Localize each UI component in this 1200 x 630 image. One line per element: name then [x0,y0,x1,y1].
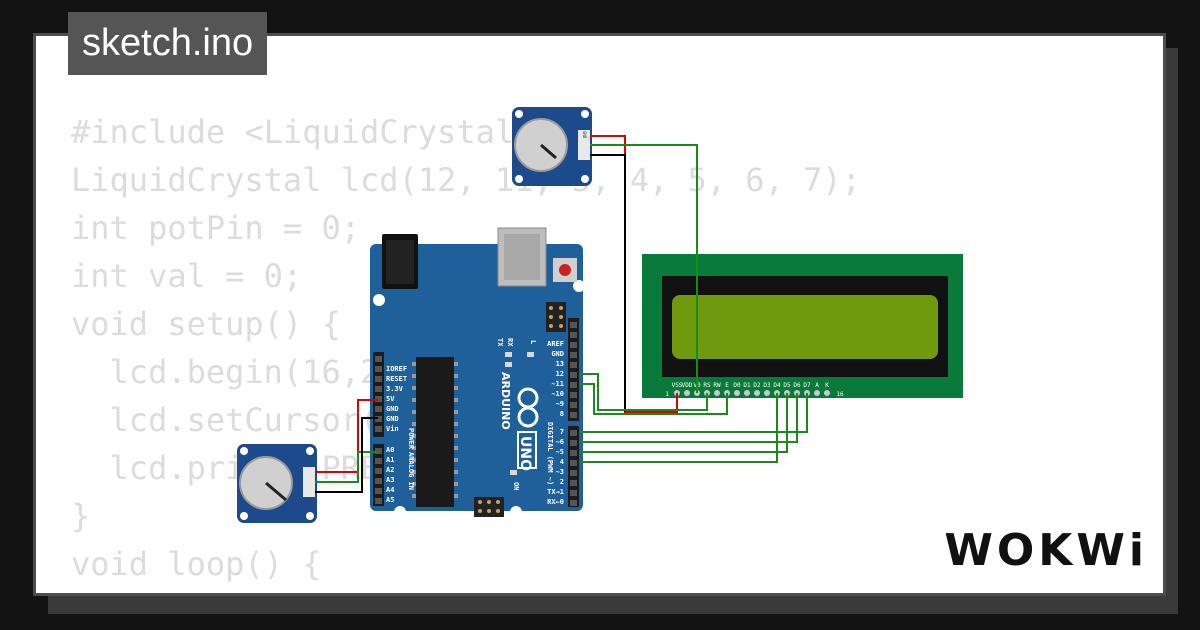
code-line: lcd.begin(16,2); [71,353,418,391]
led-label-tx: TX [496,338,504,347]
lcd-1602[interactable]: VSS VDD V0 RS RW E D0 D1 D2 D3 D4 D5 D6 … [642,254,963,398]
pin-label-8: 8 [560,410,564,418]
atmega-chip [416,357,454,507]
code-line: } [71,497,91,535]
analog-label: ANALOG IN [407,452,415,490]
potentiometer-bottom[interactable] [237,444,317,523]
pot-pin-label: GND [582,131,587,139]
pin-label-13: 13 [556,360,564,368]
pin-label-aref: AREF [547,340,564,348]
lcd-pin-label: E [725,382,729,389]
wokwi-logo: WOKWi [944,525,1148,576]
analog-header [373,444,384,506]
uno-label: UNO [517,436,533,471]
pin-label-ioref: IOREF [386,365,407,373]
digital-label: DIGITAL (PWM ~) [546,422,554,485]
lcd-pin-label: D1 [743,382,751,389]
pin-label-12: 12 [556,370,564,378]
lcd-screen [672,295,938,359]
pin-label-a5: A5 [386,496,394,504]
pin-label-a3: A3 [386,476,394,484]
arduino-logo-icon [517,387,539,428]
pin-label-gnd: GND [386,405,399,413]
pin-label-10: ~10 [551,390,564,398]
lcd-pin-label: A [815,382,819,389]
arduino-brand: ARDUINO [499,372,512,430]
lcd-pin-start: 1 [665,391,669,398]
pin-label-gnd: GND [551,350,564,358]
pin-label-3v3: 3.3V [386,385,404,393]
code-line: int potPin = 0; [71,209,360,247]
pin-label-vin: Vin [386,425,399,433]
lcd-pin-label: D4 [773,382,781,389]
pin-label-5v: 5V [386,395,395,403]
power-label: POWER [407,428,415,450]
lcd-pin-end: 16 [836,391,844,398]
lcd-pin-label: VDD [682,382,693,389]
pin-label-7: 7 [560,428,564,436]
pin-label-tx1: TX→1 [547,488,564,496]
digital-header-lower [568,426,579,507]
lcd-pin-label: D6 [793,382,801,389]
pin-label-rx0: RX←0 [547,498,564,506]
lcd-pin-label: D3 [763,382,771,389]
power-header [373,352,384,437]
pin-label-a0: A0 [386,446,394,454]
pin-label-4: 4 [560,458,564,466]
lcd-pin-label: RS [703,382,711,389]
on-label: ON [512,482,520,490]
pin-label-reset: RESET [386,375,407,383]
pin-label-9: ~9 [556,400,564,408]
pin-label-a1: A1 [386,456,394,464]
pin-label-5: ~5 [556,448,564,456]
pin-label-a4: A4 [386,486,394,494]
lcd-pin-label: RW [713,382,721,389]
lcd-pin-label: D2 [753,382,761,389]
lcd-pin-label: VSS [672,382,683,389]
led-label-rx: RX [506,338,514,347]
file-tab[interactable]: sketch.ino [68,12,268,75]
potentiometer-top[interactable]: GND [512,107,592,186]
arduino-uno-board[interactable]: IOREF RESET 3.3V 5V GND GND Vin A0 A1 A2… [370,227,585,518]
code-line: int val = 0; [71,257,303,295]
pin-label-6: ~6 [556,438,564,446]
lcd-pin-label: D7 [803,382,811,389]
pin-label-3: ~3 [556,468,564,476]
pin-label-a2: A2 [386,466,394,474]
wires [315,135,808,493]
pin-label-gnd: GND [386,415,399,423]
lcd-pin-label: K [825,382,829,389]
code-line: void loop() { [71,545,322,583]
digital-header-upper [568,318,579,421]
lcd-pin-label: D0 [733,382,741,389]
lcd-pin-label: D5 [783,382,791,389]
pin-label-11: ~11 [551,380,564,388]
led-label-l: L [529,340,537,344]
pin-label-2: 2 [560,478,564,486]
code-line: void setup() { [71,305,341,343]
